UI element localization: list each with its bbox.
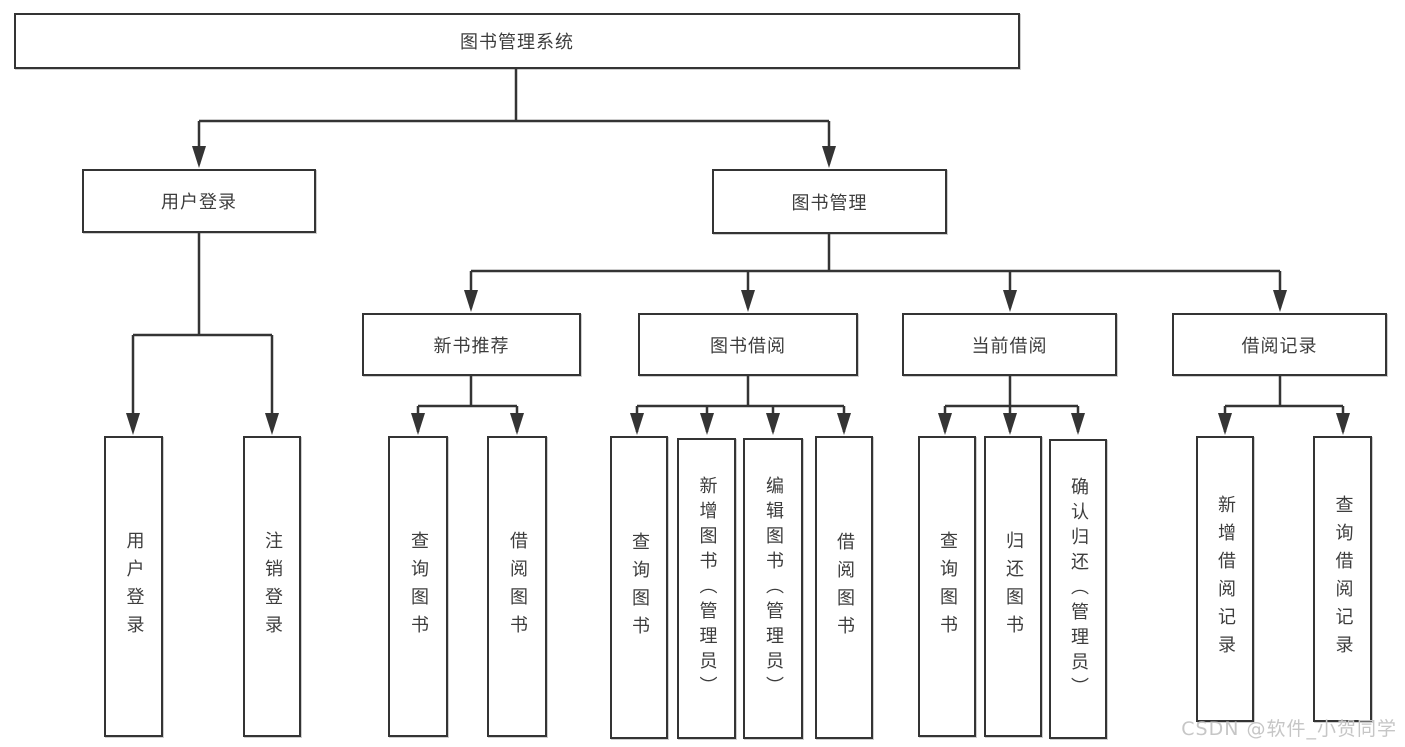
node-book-borrow: 图书借阅 — [638, 313, 858, 376]
leaf-user-login: 用户登录 — [104, 436, 163, 737]
node-root-label: 图书管理系统 — [460, 32, 574, 53]
leaf-bb-query-label: 查询图书 — [629, 531, 650, 644]
leaf-br-query-label: 查询借阅记录 — [1332, 495, 1354, 663]
leaf-user-login-label: 用户登录 — [123, 530, 145, 643]
leaf-br-add: 新增借阅记录 — [1196, 436, 1254, 722]
connector-bookborrow-to-leaves — [635, 376, 846, 432]
leaf-bb-borrow-label: 借阅图书 — [834, 531, 855, 644]
leaf-cb-query-label: 查询图书 — [937, 530, 958, 643]
leaf-nbr-query: 查询图书 — [388, 436, 448, 737]
node-current-borrow-label: 当前借阅 — [971, 335, 1048, 357]
node-root: 图书管理系统 — [14, 13, 1020, 69]
leaf-bb-edit: 编辑图书（管理员） — [743, 438, 803, 739]
node-borrow-record: 借阅记录 — [1172, 313, 1387, 376]
node-current-borrow: 当前借阅 — [902, 313, 1117, 376]
node-user-login: 用户登录 — [82, 169, 316, 233]
connector-bookmgmt-to-level2 — [469, 234, 1282, 308]
leaf-logout: 注销登录 — [243, 436, 301, 737]
connector-newbookrec-to-leaves — [416, 376, 519, 432]
leaf-bb-borrow: 借阅图书 — [815, 436, 873, 739]
leaf-br-query: 查询借阅记录 — [1313, 436, 1372, 722]
leaf-bb-query: 查询图书 — [610, 436, 668, 739]
node-new-book-rec: 新书推荐 — [362, 313, 581, 376]
connector-userlogin-to-leaves — [131, 233, 274, 430]
leaf-cb-return: 归还图书 — [984, 436, 1042, 737]
node-book-borrow-label: 图书借阅 — [710, 335, 786, 357]
leaf-nbr-query-label: 查询图书 — [408, 530, 429, 643]
leaf-bb-add-label: 新增图书（管理员） — [696, 476, 718, 701]
leaf-cb-confirm: 确认归还（管理员） — [1049, 439, 1107, 739]
node-new-book-rec-label: 新书推荐 — [433, 335, 510, 357]
leaf-bb-add: 新增图书（管理员） — [677, 438, 736, 739]
node-book-mgmt: 图书管理 — [712, 169, 947, 234]
leaf-br-add-label: 新增借阅记录 — [1215, 495, 1236, 663]
leaf-logout-label: 注销登录 — [262, 530, 283, 643]
leaf-nbr-borrow-label: 借阅图书 — [507, 530, 528, 643]
leaf-cb-query: 查询图书 — [918, 436, 976, 737]
leaf-bb-edit-label: 编辑图书（管理员） — [763, 476, 784, 701]
csdn-watermark: CSDN @软件_小贺同学 — [1181, 718, 1397, 740]
arrowheads — [126, 146, 1350, 435]
leaf-cb-confirm-label: 确认归还（管理员） — [1068, 476, 1089, 702]
node-user-login-label: 用户登录 — [161, 192, 237, 213]
leaf-cb-return-label: 归还图书 — [1003, 530, 1024, 643]
connector-root-to-level1 — [197, 69, 831, 164]
leaf-nbr-borrow: 借阅图书 — [487, 436, 547, 737]
node-borrow-record-label: 借阅记录 — [1241, 335, 1318, 357]
node-book-mgmt-label: 图书管理 — [791, 192, 868, 214]
connector-borrowrecord-to-leaves — [1223, 376, 1345, 432]
